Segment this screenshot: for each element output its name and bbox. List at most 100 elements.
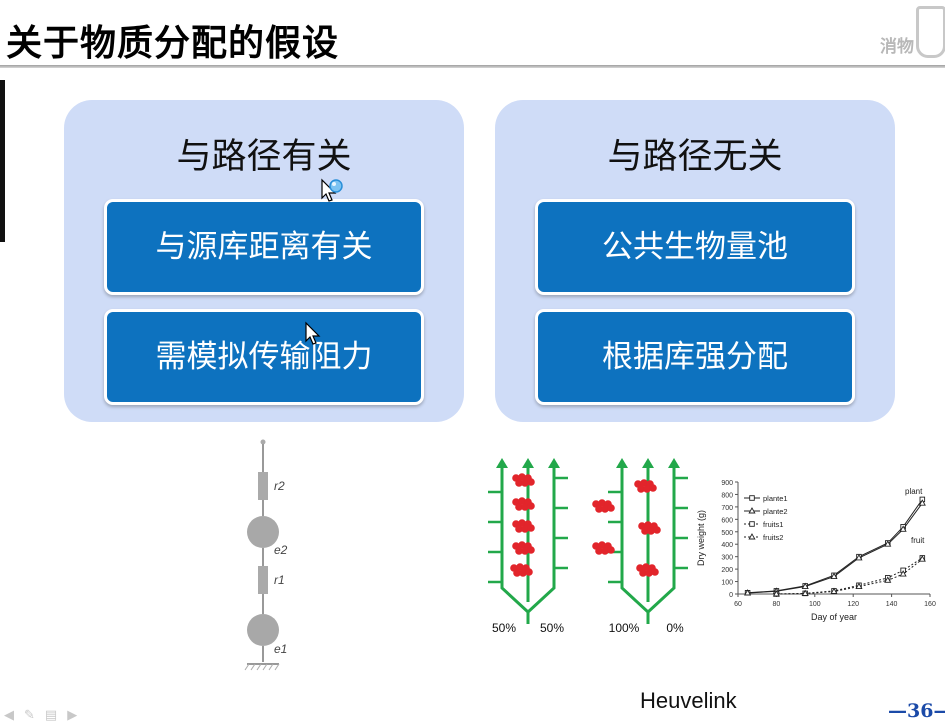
resistor-r1 <box>258 566 268 594</box>
x-tick-label: 80 <box>773 601 781 608</box>
annotation-plant: plant <box>905 487 923 496</box>
data-point <box>884 540 892 547</box>
pen-icon[interactable]: ✎ <box>24 708 35 723</box>
path-dependent-panel: 与路径有关 与源库距离有关 需模拟传输阻力 <box>64 100 464 422</box>
growth-arrow-icon <box>522 458 534 468</box>
x-tick-label: 140 <box>886 601 898 608</box>
data-point <box>830 572 838 580</box>
series-fruits2 <box>772 555 926 597</box>
slideshow-toolbar: ◀ ✎ ▤ ▶ <box>4 708 77 723</box>
split-label: 50% <box>492 621 516 635</box>
legend-label: fruits2 <box>763 533 783 542</box>
x-axis-label: Day of year <box>811 612 857 622</box>
split-label: 0% <box>666 621 684 635</box>
data-point <box>855 553 863 561</box>
slide-title: 关于物质分配的假设 <box>6 23 340 64</box>
growth-arrow-icon <box>496 458 508 468</box>
side-stem <box>526 464 556 614</box>
path-independent-panel: 与路径无关 公共生物量池 根据库强分配 <box>495 100 895 422</box>
split-label: 100% <box>609 621 640 635</box>
label-e1: e1 <box>274 642 287 656</box>
plant-diagram-unequal <box>592 458 688 624</box>
y-tick-label: 700 <box>721 505 733 512</box>
y-tick-label: 800 <box>721 492 733 499</box>
data-point <box>749 495 755 501</box>
side-stem <box>500 464 530 614</box>
fruit-truss <box>512 497 535 511</box>
sink-node-e2 <box>247 516 279 548</box>
x-tick-label: 60 <box>734 601 742 608</box>
fruit-truss <box>592 499 615 513</box>
series-plante2 <box>744 499 926 596</box>
legend-label: plante2 <box>763 507 788 516</box>
y-axis-label: Dry weight (g) <box>696 510 706 566</box>
figure-credit: Heuvelink <box>640 688 737 713</box>
legend-label: plante1 <box>763 494 788 503</box>
concept-box: 需模拟传输阻力 <box>104 309 424 405</box>
logo-emblem-icon <box>916 6 945 58</box>
logo-text: 消物 <box>880 37 914 57</box>
data-point <box>801 582 809 589</box>
resistance-diagram: r2 e2 r1 e1 <box>244 439 288 671</box>
previous-icon[interactable]: ◀ <box>4 708 14 723</box>
data-point <box>899 525 907 532</box>
legend-label: fruits1 <box>763 520 783 529</box>
plant-diagram-equal <box>488 458 568 624</box>
y-tick-label: 900 <box>721 480 733 487</box>
side-stem <box>646 464 676 614</box>
growth-arrow-icon <box>642 458 654 468</box>
x-tick-label: 160 <box>924 601 936 608</box>
growth-arrow-icon <box>616 458 628 468</box>
arrow-cursor-icon <box>305 321 321 345</box>
window-edge <box>0 80 5 242</box>
allocation-diagram: 50% 50% 100% 0% <box>488 458 688 635</box>
growth-chart: 0 100 200 300 400 500 600 700 800 900 60 80 100 120 14… <box>696 480 936 622</box>
y-tick-label: 100 <box>721 580 733 587</box>
x-tick-label: 120 <box>847 601 859 608</box>
split-label: 50% <box>540 621 564 635</box>
page-number: —36— <box>888 700 945 722</box>
data-point <box>744 589 752 596</box>
university-logo: 消物 <box>876 2 945 60</box>
fruit-truss <box>512 541 535 555</box>
panel-title: 与路径有关 <box>176 137 352 177</box>
title-divider <box>0 65 945 68</box>
concept-box: 根据库强分配 <box>535 309 855 405</box>
y-tick-label: 600 <box>721 517 733 524</box>
menu-icon[interactable]: ▤ <box>44 708 58 723</box>
data-point <box>884 576 892 583</box>
series-line <box>747 502 923 594</box>
annotation-fruit: fruit <box>911 536 925 545</box>
fruit-truss <box>634 479 657 493</box>
label-r2: r2 <box>274 479 285 493</box>
panel-title: 与路径无关 <box>607 137 783 177</box>
data-point <box>749 521 755 527</box>
growth-arrow-icon <box>548 458 560 468</box>
chart-legend: plante1 plante2 fruits1 fruits2 <box>744 494 788 542</box>
x-tick-label: 100 <box>809 601 821 608</box>
fruit-truss <box>512 473 535 487</box>
next-icon[interactable]: ▶ <box>67 708 78 723</box>
y-tick-label: 0 <box>729 592 733 599</box>
y-tick-label: 500 <box>721 530 733 537</box>
fruit-truss <box>636 563 659 577</box>
data-point <box>899 570 907 577</box>
y-tick-label: 300 <box>721 555 733 562</box>
concept-box: 公共生物量池 <box>535 199 855 295</box>
data-point <box>855 582 863 589</box>
data-point <box>772 590 780 597</box>
y-tick-label: 200 <box>721 567 733 574</box>
data-point <box>830 587 838 594</box>
sink-node-e1 <box>247 614 279 646</box>
concept-box: 与源库距离有关 <box>104 199 424 295</box>
data-point <box>918 555 926 562</box>
data-point <box>748 507 756 514</box>
fruit-truss <box>638 521 661 535</box>
y-tick-label: 400 <box>721 542 733 549</box>
fruit-truss <box>510 563 533 577</box>
fruit-truss <box>512 519 535 533</box>
data-point <box>748 533 756 540</box>
source-node <box>260 439 266 445</box>
data-point <box>801 589 809 596</box>
data-point <box>918 499 926 506</box>
